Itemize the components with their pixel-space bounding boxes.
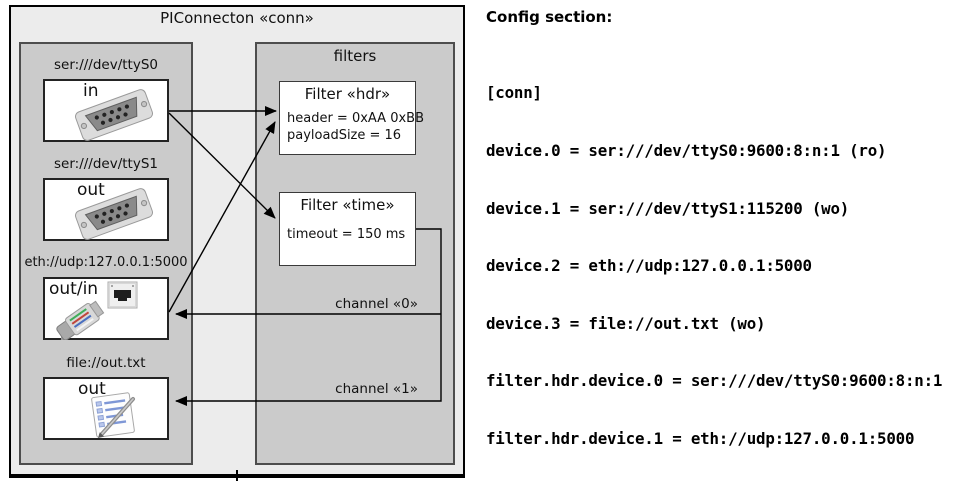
filter-time-title: Filter «time» xyxy=(300,196,395,214)
config-line: filter.hdr.device.0 = ser:///dev/ttyS0:9… xyxy=(486,371,943,391)
config-line: filter.hdr.device.1 = eth://udp:127.0.0.… xyxy=(486,429,915,449)
serial-connector-icon xyxy=(71,89,157,145)
device-label-file: file://out.txt xyxy=(66,355,146,371)
notepad-pen-icon xyxy=(85,391,143,443)
device-label-ttys0: ser:///dev/ttyS0 xyxy=(54,57,158,73)
config-line: device.3 = file://out.txt (wo) xyxy=(486,313,766,333)
port-label: out xyxy=(77,180,105,200)
channel-1-label: channel «1» xyxy=(335,381,418,397)
filters-panel-title: filters xyxy=(333,47,377,65)
ethernet-port-icon xyxy=(107,281,138,313)
serial-connector-icon xyxy=(71,188,157,244)
config-line: device.1 = ser:///dev/ttyS1:115200 (wo) xyxy=(486,198,850,218)
filter-param: header = 0xAA 0xBB xyxy=(287,111,425,126)
device-label-eth: eth://udp:127.0.0.1:5000 xyxy=(24,255,188,270)
port-label: in xyxy=(83,81,99,101)
channel-0-label: channel «0» xyxy=(335,296,418,312)
filter-param: payloadSize = 16 xyxy=(287,128,402,143)
filter-hdr-title: Filter «hdr» xyxy=(304,85,391,103)
component-title: PIConnecton «conn» xyxy=(160,9,314,27)
port-label: out xyxy=(78,379,106,399)
device-box-ttys0: in xyxy=(43,79,169,142)
ethernet-cable-icon xyxy=(51,296,117,356)
device-label-ttys1: ser:///dev/ttyS1 xyxy=(54,156,158,172)
config-line: [conn] xyxy=(486,83,542,103)
device-box-eth: out/in xyxy=(43,277,169,356)
config-line: device.2 = eth://udp:127.0.0.1:5000 xyxy=(486,256,812,276)
filter-time-box: Filter «time» timeout = 150 ms xyxy=(279,192,416,266)
config-text-block: [conn] device.0 = ser:///dev/ttyS0:9600:… xyxy=(486,45,952,484)
config-line: device.0 = ser:///dev/ttyS0:9600:8:n:1 (… xyxy=(486,141,887,161)
filter-param: timeout = 150 ms xyxy=(287,227,406,242)
config-section-heading: Config section: xyxy=(486,8,613,26)
device-box-file: out xyxy=(43,377,169,440)
device-box-ttys1: out xyxy=(43,178,169,241)
filter-hdr-box: Filter «hdr» header = 0xAA 0xBB payloadS… xyxy=(279,81,424,155)
port-label: out/in xyxy=(49,279,99,299)
